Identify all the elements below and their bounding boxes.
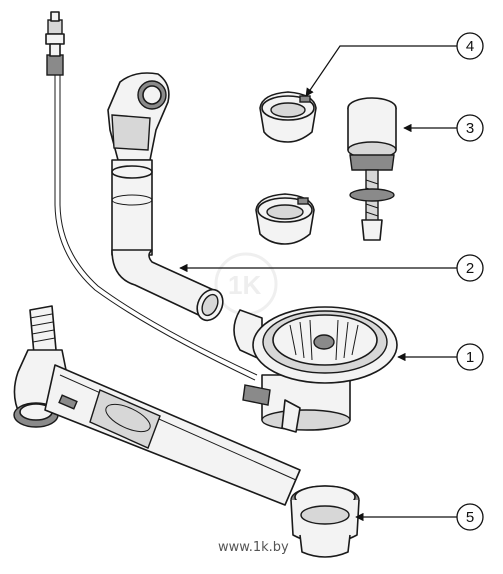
leader-line-4 (305, 45, 460, 97)
watermark-site-text: www.1k.by (218, 540, 289, 555)
overflow-elbow-pipe (107, 72, 224, 322)
callout-2-label: 2 (466, 260, 474, 277)
callout-2: 2 (456, 254, 484, 282)
callout-5: 5 (456, 503, 484, 531)
overflow-rosette-upper (259, 91, 317, 143)
overflow-cable (45, 11, 258, 381)
callout-1: 1 (456, 343, 484, 371)
strainer-basket (233, 306, 398, 433)
watermark-logo: 1K (214, 252, 278, 316)
overflow-rosette-lower (255, 193, 315, 245)
callout-4: 4 (456, 32, 484, 60)
callout-3: 3 (456, 114, 484, 142)
callout-5-label: 5 (466, 509, 474, 526)
callout-1-label: 1 (466, 349, 474, 366)
stopper-plug (347, 97, 397, 241)
leader-lines (179, 45, 460, 522)
main-drain-pipe (13, 305, 301, 506)
callout-4-label: 4 (466, 38, 474, 55)
callout-3-label: 3 (466, 120, 474, 137)
watermark-logo-text: 1K (228, 270, 261, 300)
outlet-nut (290, 485, 360, 558)
